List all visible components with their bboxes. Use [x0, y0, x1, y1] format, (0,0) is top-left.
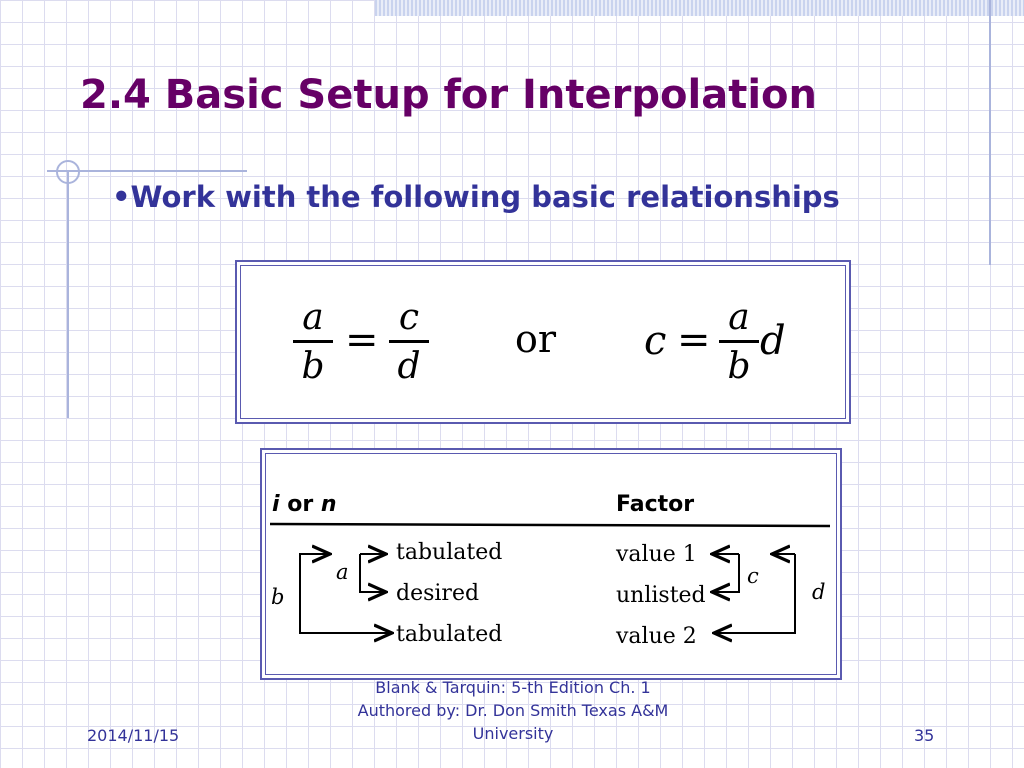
- row-2-left: desired: [396, 581, 480, 606]
- footer-credit: Blank & Tarquin: 5-th Edition Ch. 1 Auth…: [318, 676, 708, 745]
- fraction-a-over-b: a b: [293, 296, 333, 391]
- row-1-right: value 1: [616, 542, 697, 567]
- label-d: d: [812, 580, 826, 604]
- footer-line-3: University: [472, 724, 554, 743]
- header-or: or: [279, 492, 321, 517]
- top-decorative-band: [375, 0, 1024, 16]
- page-number: 35: [914, 726, 935, 745]
- interpolation-table-box: i or n Factor tabulated desired tabulate…: [260, 448, 842, 680]
- equals-sign: =: [677, 317, 711, 363]
- slide-title: 2.4 Basic Setup for Interpolation: [80, 72, 817, 118]
- table-header-factor: Factor: [616, 492, 695, 517]
- equation-lhs-c: c: [644, 318, 667, 364]
- table-header-left: i or n: [272, 492, 337, 517]
- footer-date: 2014/11/15: [87, 726, 180, 745]
- label-b: b: [271, 585, 285, 609]
- decorative-vertical-line-right: [989, 0, 991, 265]
- table-lines-and-arrows: [269, 522, 831, 678]
- equation-box: a b = c d or c = a b d: [235, 260, 851, 424]
- fraction-a-over-b: a b: [719, 296, 759, 391]
- decorative-horizontal-line: [47, 170, 247, 172]
- or-text: or: [515, 317, 557, 361]
- row-2-right: unlisted: [616, 583, 706, 608]
- header-n: n: [320, 492, 337, 517]
- decorative-circle-icon: [56, 160, 80, 184]
- fraction-denominator: b: [727, 346, 751, 387]
- fraction-numerator: a: [293, 296, 333, 343]
- footer-line-1: Blank & Tarquin: 5-th Edition Ch. 1: [375, 678, 651, 697]
- fraction-c-over-d: c d: [389, 296, 429, 391]
- row-3-left: tabulated: [396, 622, 503, 647]
- equals-sign: =: [345, 317, 379, 363]
- fraction-denominator: d: [397, 346, 421, 387]
- header-i: i: [272, 492, 280, 517]
- equation-tail-d: d: [760, 318, 786, 364]
- fraction-denominator: b: [301, 346, 325, 387]
- fraction-numerator: a: [719, 296, 759, 343]
- label-c: c: [747, 564, 759, 588]
- row-1-left: tabulated: [396, 540, 503, 565]
- decorative-vertical-line-left: [67, 170, 69, 418]
- footer-line-2: Authored by: Dr. Don Smith Texas A&M: [357, 701, 669, 720]
- row-3-right: value 2: [616, 624, 697, 649]
- fraction-numerator: c: [389, 296, 429, 343]
- bullet-text: •Work with the following basic relations…: [112, 180, 840, 214]
- label-a: a: [336, 560, 349, 584]
